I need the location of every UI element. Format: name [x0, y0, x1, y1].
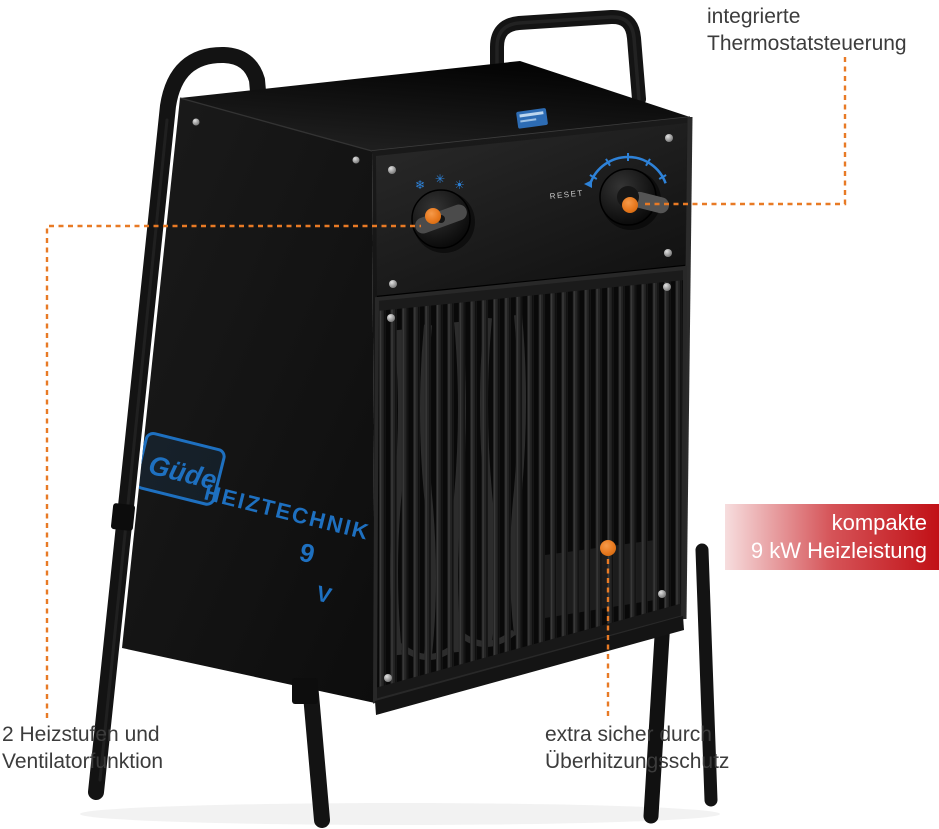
- rating-sticker: [516, 108, 548, 129]
- frame-bracket-front: [292, 678, 318, 704]
- screw: [389, 280, 397, 288]
- frame-bracket-left: [110, 503, 136, 531]
- callout-thermostat-line2: Thermostatsteuerung: [707, 32, 907, 55]
- callout-heat-levels-line1: 2 Heizstufen und: [2, 723, 160, 746]
- screw: [665, 134, 673, 142]
- body-bottom-edge: [375, 616, 684, 715]
- floor-shadow: [80, 803, 720, 825]
- screw: [664, 249, 672, 257]
- reset-label: RESET: [549, 188, 584, 201]
- screw: [384, 674, 392, 682]
- stand-frame-left: [88, 46, 330, 828]
- callout-overheat-line2: Überhitzungsschutz: [545, 750, 730, 773]
- screw: [192, 118, 200, 126]
- stand-leg-back-right: [695, 543, 718, 807]
- callout-overheat-line1: extra sicher durch: [545, 723, 712, 746]
- callout-heat-levels-line2: Ventilatorfunktion: [2, 750, 164, 773]
- feature-badge-line1: kompakte: [831, 510, 927, 535]
- screw: [387, 314, 395, 322]
- callout-heat-levels: 2 Heizstufen und Ventilatorfunktion: [2, 721, 163, 775]
- callout-thermostat-line1: integrierte: [707, 5, 801, 28]
- screw: [663, 283, 671, 291]
- frost-icon: ❄: [415, 178, 425, 192]
- top-panel: [180, 61, 690, 151]
- screw: [388, 166, 396, 174]
- fan-icon: ✳: [435, 172, 445, 186]
- feature-badge: kompakte 9 kW Heizleistung: [725, 504, 939, 570]
- carry-handle: [490, 9, 646, 109]
- callout-thermostat: integrierte Thermostatsteuerung: [707, 3, 907, 57]
- heat-icon: ☀: [454, 178, 465, 192]
- control-panel: [376, 123, 687, 297]
- grille-top-rail: [377, 268, 685, 311]
- callout-overheat: extra sicher durch Überhitzungsschutz: [545, 721, 729, 775]
- heat-level-knob: ❄ ✳ ☀: [411, 172, 475, 253]
- feature-badge-line2: 9 kW Heizleistung: [750, 538, 927, 563]
- screw: [658, 590, 666, 598]
- grille-bottom-rail: [375, 603, 683, 701]
- screw: [352, 156, 360, 164]
